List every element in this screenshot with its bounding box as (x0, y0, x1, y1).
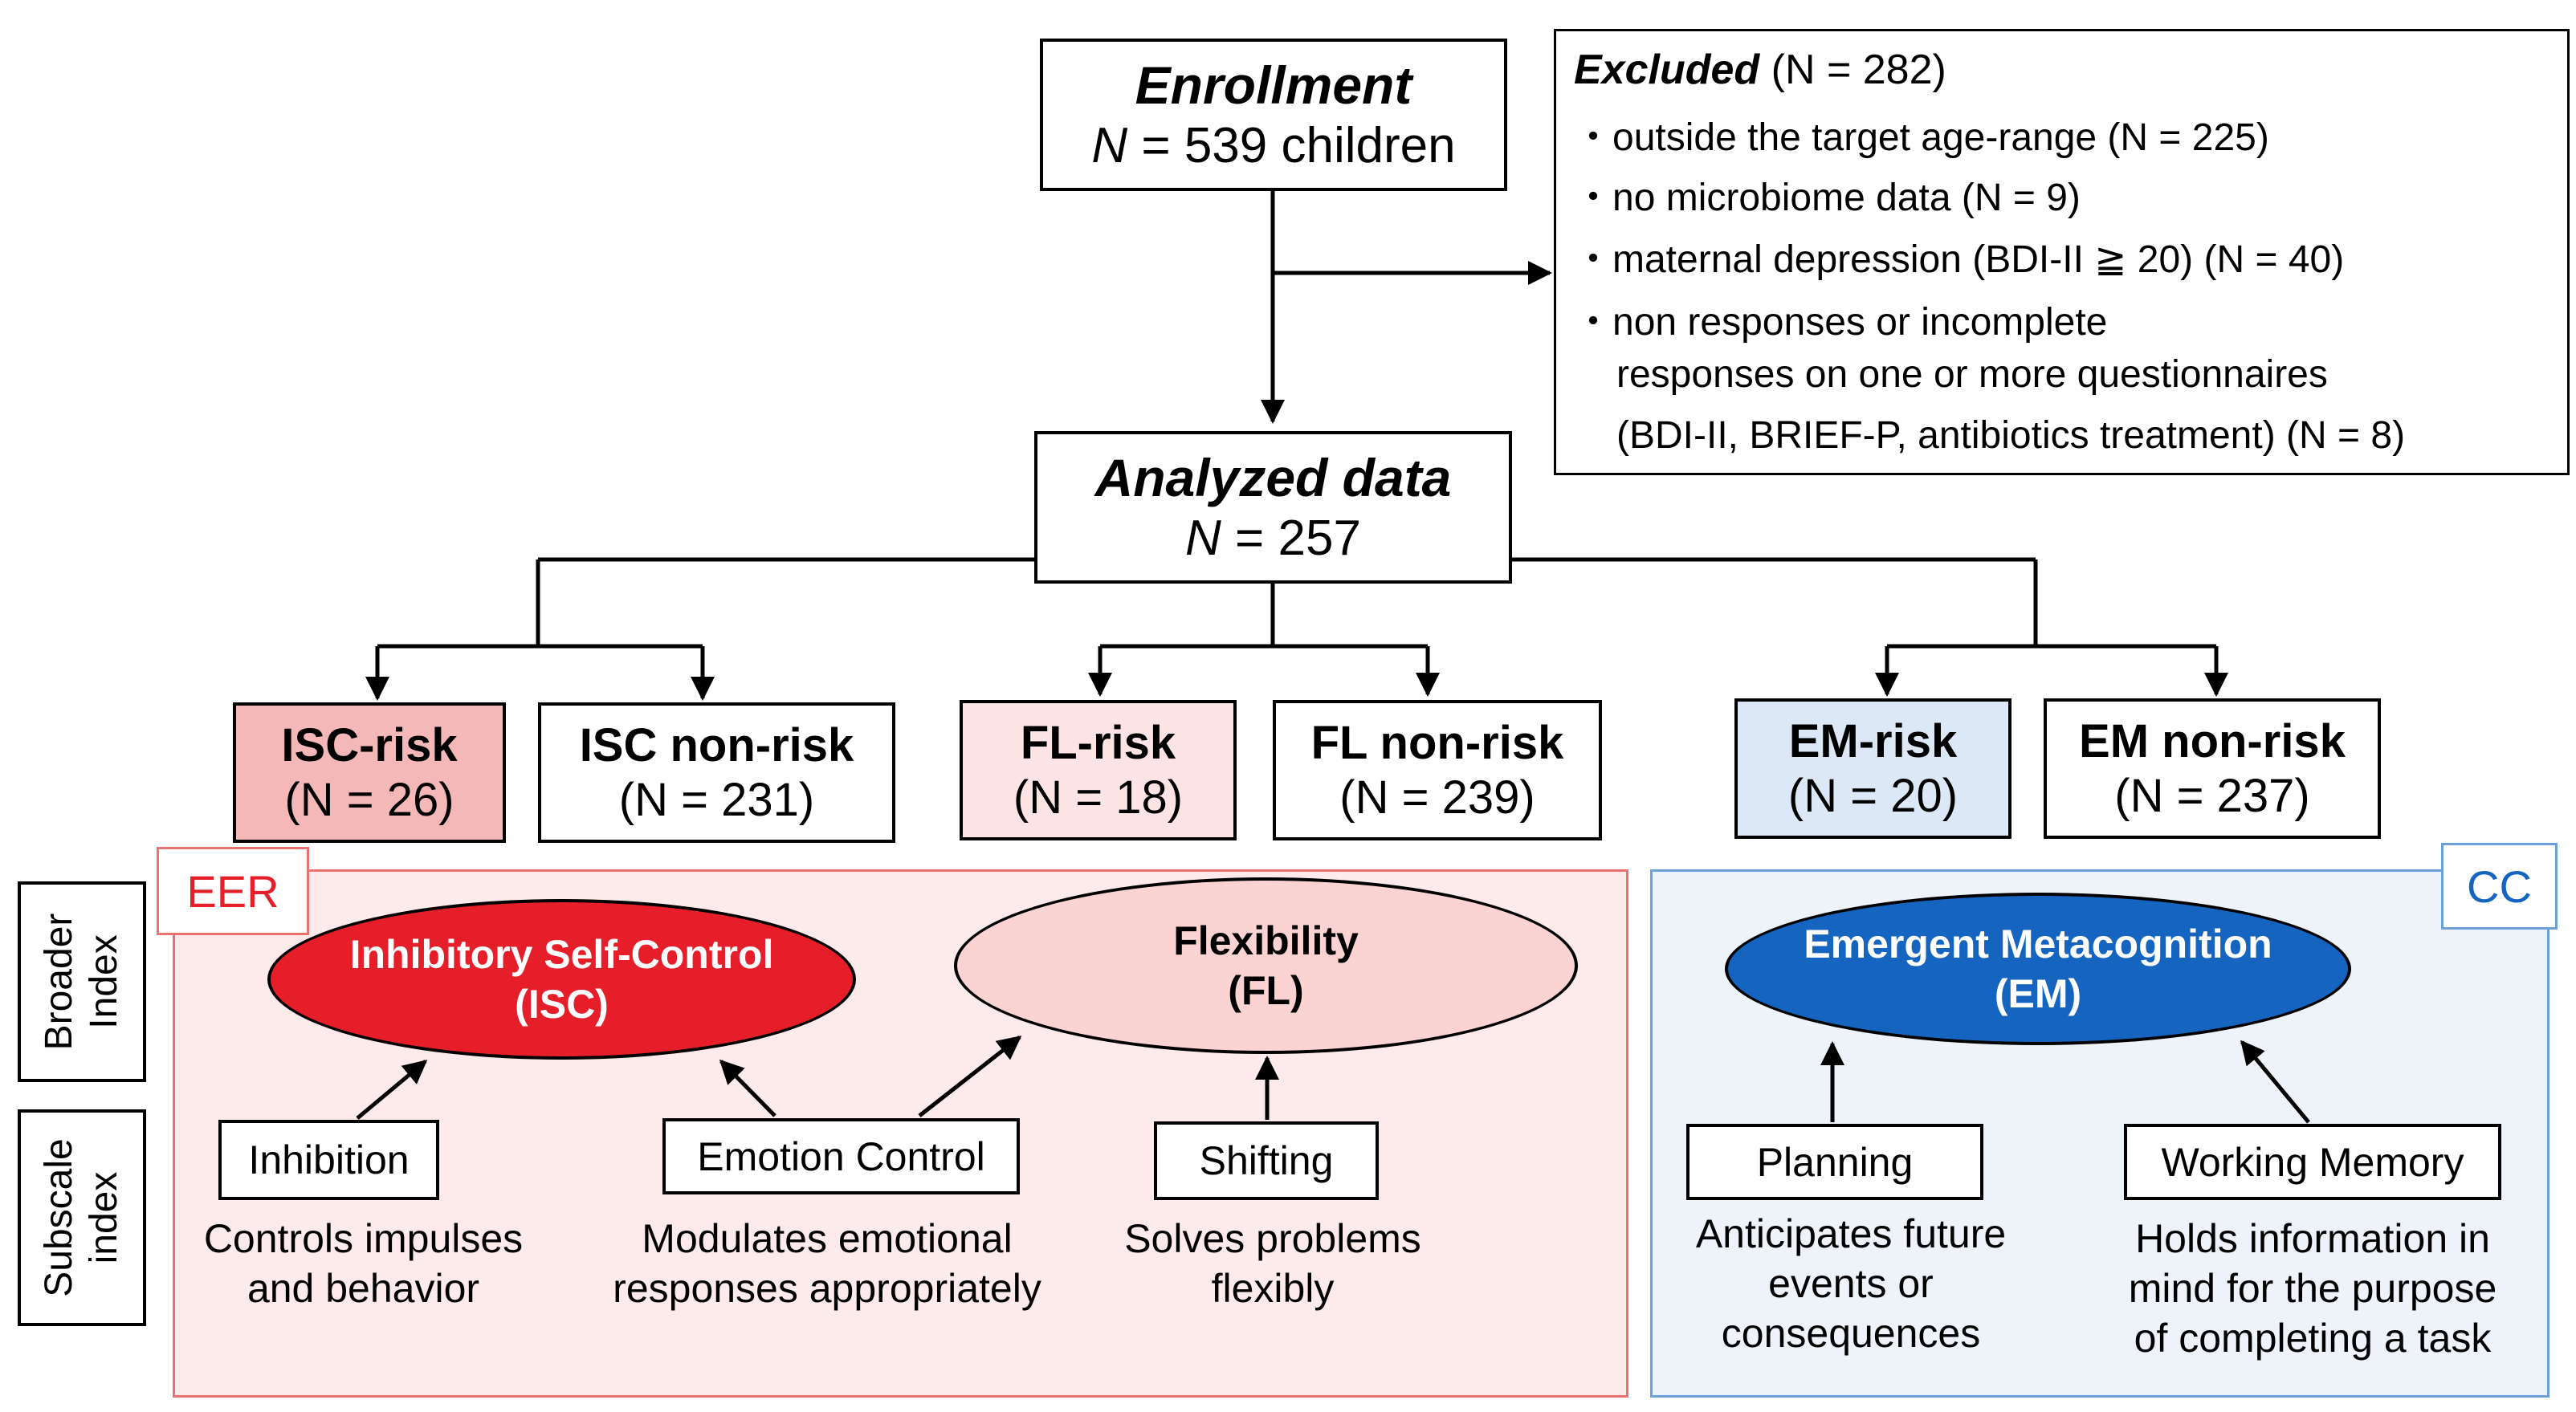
emotion-to-isc-arrow (719, 1059, 776, 1117)
group-isc-risk: ISC-risk (N = 26) (233, 702, 506, 843)
excluded-item: ・no microbiome data (N = 9) (1574, 177, 2081, 219)
excluded-item: ・outside the target age-range (N = 225) (1574, 116, 2269, 159)
enrollment-title: Enrollment (1135, 55, 1412, 115)
subscale-index-label: Subscale index (18, 1109, 146, 1326)
inhibition-box: Inhibition (218, 1120, 439, 1200)
inhibition-arrow (356, 1060, 428, 1120)
group-isc-non-risk: ISC non-risk (N = 231) (538, 702, 895, 843)
emotion-to-fl-arrow (918, 1036, 1022, 1117)
excluded-item: (BDI-II, BRIEF-P, antibiotics treatment)… (1616, 414, 2406, 457)
cc-tag: CC (2441, 843, 2558, 930)
excluded-item: ・non responses or incomplete (1574, 301, 2108, 344)
group-fl-risk: FL-risk (N = 18) (960, 700, 1237, 840)
eer-tag: EER (157, 847, 309, 935)
isc-index-ellipse: Inhibitory Self-Control (ISC) (267, 899, 856, 1060)
enrollment-count: N = 539 children (1091, 118, 1456, 173)
broader-index-label: Broader Index (18, 881, 146, 1082)
analyzed-title: Analyzed data (1094, 448, 1452, 507)
excluded-box: Excluded (N = 282) ・outside the target a… (1554, 29, 2570, 475)
working-memory-description: Holds information in mind for the purpos… (2128, 1216, 2497, 1361)
excluded-item: ・maternal depression (BDI-II ≧ 20) (N = … (1574, 238, 2345, 281)
excluded-item: responses on one or more questionnaires (1616, 353, 2328, 396)
emotion-control-box: Emotion Control (662, 1118, 1020, 1194)
shifting-description: Solves problems flexibly (1124, 1216, 1421, 1311)
group-em-risk: EM-risk (N = 20) (1734, 698, 2011, 839)
working-memory-box: Working Memory (2124, 1124, 2501, 1200)
analyzed-count: N = 257 (1185, 511, 1361, 566)
group-em-non-risk: EM non-risk (N = 237) (2044, 698, 2381, 839)
inhibition-description: Controls impulses and behavior (203, 1216, 524, 1311)
excluded-heading: Excluded (N = 282) (1574, 47, 1946, 93)
planning-description: Anticipates future events or consequence… (1695, 1211, 2007, 1356)
em-index-ellipse: Emergent Metacognition (EM) (1725, 893, 2351, 1045)
enrollment-box: Enrollment N = 539 children (1040, 39, 1507, 191)
emotion-control-description: Modulates emotional responses appropriat… (613, 1216, 1041, 1311)
planning-box: Planning (1686, 1124, 1983, 1200)
fl-index-ellipse: Flexibility (FL) (954, 877, 1578, 1054)
working-memory-arrow (2240, 1040, 2310, 1124)
analyzed-box: Analyzed data N = 257 (1034, 431, 1512, 584)
shifting-box: Shifting (1154, 1121, 1379, 1200)
group-fl-non-risk: FL non-risk (N = 239) (1273, 700, 1602, 840)
